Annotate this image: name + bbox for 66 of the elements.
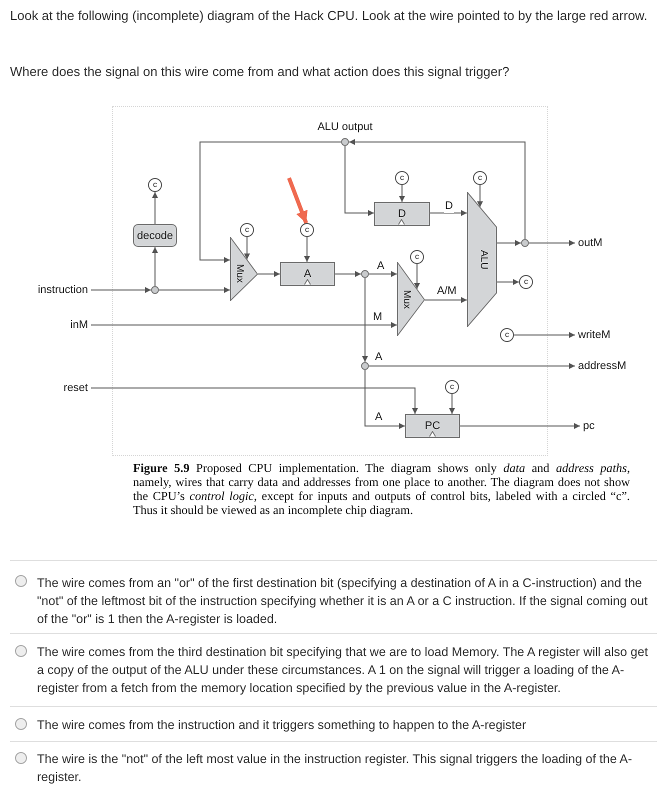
wire-arrow — [496, 279, 520, 285]
control-bit-circle: c — [300, 223, 314, 237]
output-label: writeM — [578, 328, 633, 342]
wire-arrow — [424, 297, 468, 303]
wire-arrow — [399, 184, 405, 202]
alu-block: ALU — [467, 192, 497, 327]
wire-arrow — [152, 246, 158, 286]
answer-option-text: The wire is the "not" of the left most value in the instruction register. This signal triggers the loading of the A-register. — [37, 751, 634, 786]
wire-arrow — [362, 278, 368, 362]
control-bit-circle: c — [395, 171, 409, 185]
control-bit-circle: c — [519, 275, 533, 289]
wire-arrow — [344, 146, 374, 216]
output-label: outM — [578, 236, 628, 250]
wire-arrow — [152, 192, 158, 224]
wire-arrow — [244, 236, 250, 260]
input-label: reset — [40, 381, 88, 395]
junction-dot — [361, 362, 369, 370]
pointer-arrow — [287, 177, 308, 224]
wire-arrow — [257, 271, 280, 277]
wire-arrow — [414, 264, 420, 290]
control-bit-circle: c — [148, 178, 162, 192]
answer-option-text: The wire comes from the instruction and it triggers something to happen to the A-register — [37, 717, 528, 734]
input-label: instruction — [20, 283, 88, 297]
wire-arrow — [514, 332, 576, 338]
multiplexer: Mux — [397, 262, 425, 336]
wire-arrow — [90, 388, 418, 414]
control-bit-circle: c — [240, 223, 254, 237]
output-label: pc — [583, 419, 613, 433]
junction-dot — [521, 239, 529, 247]
answer-option-text: The wire comes from an "or" of the first destination bit (specifying a destination of A in a C-instruction) and the "not" of the leftmost bit of the instruction specifying whether it is an A or a C instruction. If the signal coming out of the "or" is 1 then the A-register is loaded. — [37, 575, 649, 628]
input-label: inM — [40, 318, 88, 332]
output-label: addressM — [578, 359, 643, 373]
wire-arrow — [528, 240, 576, 246]
wire-arrow — [90, 322, 398, 328]
junction-dot — [151, 286, 159, 294]
register-box: A — [280, 262, 335, 286]
register-box: D — [374, 202, 430, 226]
question-text: Look at the following (incomplete) diagram of the Hack CPU. Look at the wire pointed to by the large red arrow. — [10, 7, 648, 25]
figure-caption: Figure 5.9 Proposed CPU implementation. The diagram shows only data and address paths, namely, wires that carry data and addresses from one place to another. The diagram does not show the CPU’s control logic, except for inputs and outputs of control bits, labeled with a circled “c”. Thus it should be viewed as an incomplete chip diagram. — [133, 461, 630, 517]
answer-option-text: The wire comes from the third destination bit specifying that we are to load Memory. The A register will also get a copy of the output of the ALU under these circumstances. A 1 on the signal will trigger a loading of the A-register from a fetch from the memory location specified by the previous value in the A-register. — [37, 644, 649, 697]
decoder-box: decode — [133, 224, 177, 247]
wire-arrow — [364, 370, 406, 429]
wire-arrow — [368, 363, 576, 369]
counter-box: PC — [405, 414, 460, 438]
wire-arrow — [158, 287, 230, 293]
control-bit-circle: c — [500, 328, 514, 342]
wire-arrow — [496, 240, 522, 246]
edge-label: D — [444, 199, 454, 213]
wire-arrow — [334, 271, 362, 277]
question-text: Where does the signal on this wire come from and what action does this signal trigger? — [10, 63, 510, 81]
wire-arrow — [477, 184, 483, 208]
wire-arrow — [90, 287, 152, 293]
wire-arrow — [460, 423, 580, 429]
wire-arrow — [430, 210, 468, 216]
junction-dot — [361, 270, 369, 278]
wire-arrow — [368, 271, 398, 277]
control-bit-circle: c — [473, 171, 487, 185]
wire-arrow — [304, 236, 310, 262]
control-bit-circle: c — [410, 250, 424, 264]
wire-arrow — [348, 139, 526, 240]
junction-dot — [341, 138, 349, 146]
wire-arrow — [200, 142, 342, 263]
multiplexer: Mux — [230, 237, 258, 301]
wire-arrow — [449, 394, 455, 414]
control-bit-circle: c — [445, 380, 459, 394]
signal-label: ALU output — [316, 120, 374, 134]
